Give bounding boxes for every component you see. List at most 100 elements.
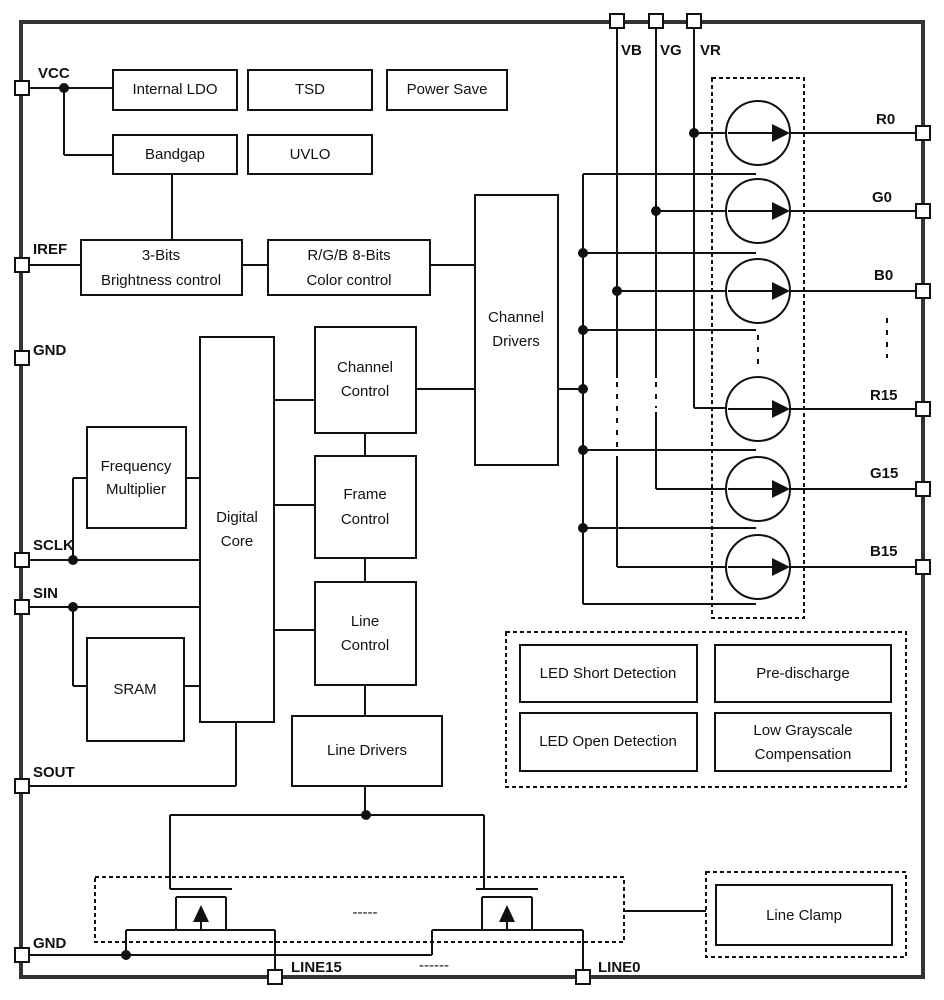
line-clamp-label: Line Clamp (766, 907, 842, 924)
pin-label-gnd-top: GND (33, 342, 67, 359)
frame-control-label-1: Frame (343, 486, 386, 503)
channel-control-label-1: Channel (337, 359, 393, 376)
line-clamp-group (705, 871, 907, 958)
pin-sclk (14, 552, 30, 568)
brightness-label-1: 3-Bits (142, 247, 180, 264)
power-save-block: Power Save (386, 69, 508, 111)
current-source-b15 (725, 534, 791, 600)
brightness-label-2: Brightness control (101, 272, 221, 289)
pin-r15 (915, 401, 931, 417)
low-grayscale-compensation-block: Low Grayscale Compensation (714, 712, 892, 772)
pin-label-vb: VB (621, 42, 642, 59)
pin-iref (14, 257, 30, 273)
channel-control-label-2: Control (341, 383, 389, 400)
low-grayscale-label-1: Low Grayscale (753, 722, 852, 739)
line-drivers-label: Line Drivers (327, 742, 407, 759)
pin-g15 (915, 481, 931, 497)
mosfet-ellipsis: ----- (353, 904, 378, 921)
digital-core-label-1: Digital (216, 509, 258, 526)
channel-drivers-label-1: Channel (488, 309, 544, 326)
led-short-detection-block: LED Short Detection (519, 644, 698, 703)
frequency-multiplier-label-2: Multiplier (106, 481, 166, 498)
channel-drivers-label-2: Drivers (492, 333, 540, 350)
pin-gnd-bottom (14, 947, 30, 963)
pin-vg (648, 13, 664, 29)
frequency-multiplier-label-1: Frequency (101, 458, 172, 475)
pin-vr (686, 13, 702, 29)
line-pin-ellipsis: ------ (419, 957, 449, 974)
pin-label-iref: IREF (33, 241, 67, 258)
internal-ldo-block: Internal LDO (112, 69, 238, 111)
pin-label-r15: R15 (870, 387, 898, 404)
current-source-r0 (725, 100, 791, 166)
pin-label-vg: VG (660, 42, 682, 59)
line-control-block: Line Control (314, 581, 417, 686)
pin-label-vcc: VCC (38, 65, 70, 82)
pin-label-gnd-bottom: GND (33, 935, 67, 952)
pin-label-g0: G0 (872, 189, 892, 206)
channel-control-block: Channel Control (314, 326, 417, 434)
pin-b15 (915, 559, 931, 575)
pin-line0 (575, 969, 591, 985)
uvlo-label: UVLO (290, 146, 331, 163)
pin-gnd-top (14, 350, 30, 366)
chip-boundary (19, 20, 925, 979)
pin-sin (14, 599, 30, 615)
power-save-label: Power Save (407, 81, 488, 98)
line-switch-group (94, 876, 625, 943)
tsd-label: TSD (295, 81, 325, 98)
internal-ldo-label: Internal LDO (132, 81, 217, 98)
pin-g0 (915, 203, 931, 219)
protection-group (505, 631, 907, 788)
bandgap-label: Bandgap (145, 146, 205, 163)
current-source-b0 (725, 258, 791, 324)
low-grayscale-label-2: Compensation (755, 746, 852, 763)
color-label-1: R/G/B 8-Bits (307, 247, 390, 264)
color-label-2: Color control (306, 272, 391, 289)
pin-vb (609, 13, 625, 29)
bandgap-block: Bandgap (112, 134, 238, 175)
pin-label-r0: R0 (876, 111, 895, 128)
pin-label-sout: SOUT (33, 764, 75, 781)
line-clamp-block: Line Clamp (715, 884, 893, 946)
pin-b0 (915, 283, 931, 299)
pin-line15 (267, 969, 283, 985)
pin-label-line15: LINE15 (291, 959, 342, 976)
frequency-multiplier-block: Frequency Multiplier (86, 426, 187, 529)
uvlo-block: UVLO (247, 134, 373, 175)
pre-discharge-label: Pre-discharge (756, 665, 849, 682)
pin-label-b15: B15 (870, 543, 898, 560)
tsd-block: TSD (247, 69, 373, 111)
line-control-label-2: Control (341, 637, 389, 654)
junction-dots (59, 83, 699, 960)
digital-core-label-2: Core (221, 533, 254, 550)
current-source-r15 (725, 376, 791, 442)
color-control-block: R/G/B 8-Bits Color control (267, 239, 431, 296)
frame-control-label-2: Control (341, 511, 389, 528)
line-drivers-block: Line Drivers (291, 715, 443, 787)
sram-label: SRAM (113, 681, 156, 698)
pin-r0 (915, 125, 931, 141)
pin-label-sin: SIN (33, 585, 58, 602)
line-control-label-1: Line (351, 613, 379, 630)
pin-vcc (14, 80, 30, 96)
channel-drivers-block: Channel Drivers (474, 194, 559, 466)
pin-sout (14, 778, 30, 794)
pin-label-b0: B0 (874, 267, 893, 284)
current-source-g15 (725, 456, 791, 522)
led-short-detection-label: LED Short Detection (540, 665, 677, 682)
brightness-control-block: 3-Bits Brightness control (80, 239, 243, 296)
pre-discharge-block: Pre-discharge (714, 644, 892, 703)
sram-block: SRAM (86, 637, 185, 742)
pin-label-sclk: SCLK (33, 537, 74, 554)
frame-control-block: Frame Control (314, 455, 417, 559)
pin-label-line0: LINE0 (598, 959, 641, 976)
wires (22, 28, 921, 977)
pin-label-g15: G15 (870, 465, 898, 482)
current-source-g0 (725, 178, 791, 244)
mosfet-line15 (170, 888, 232, 931)
mosfet-line0 (476, 888, 538, 931)
current-source-group (711, 77, 805, 619)
led-open-detection-block: LED Open Detection (519, 712, 698, 772)
